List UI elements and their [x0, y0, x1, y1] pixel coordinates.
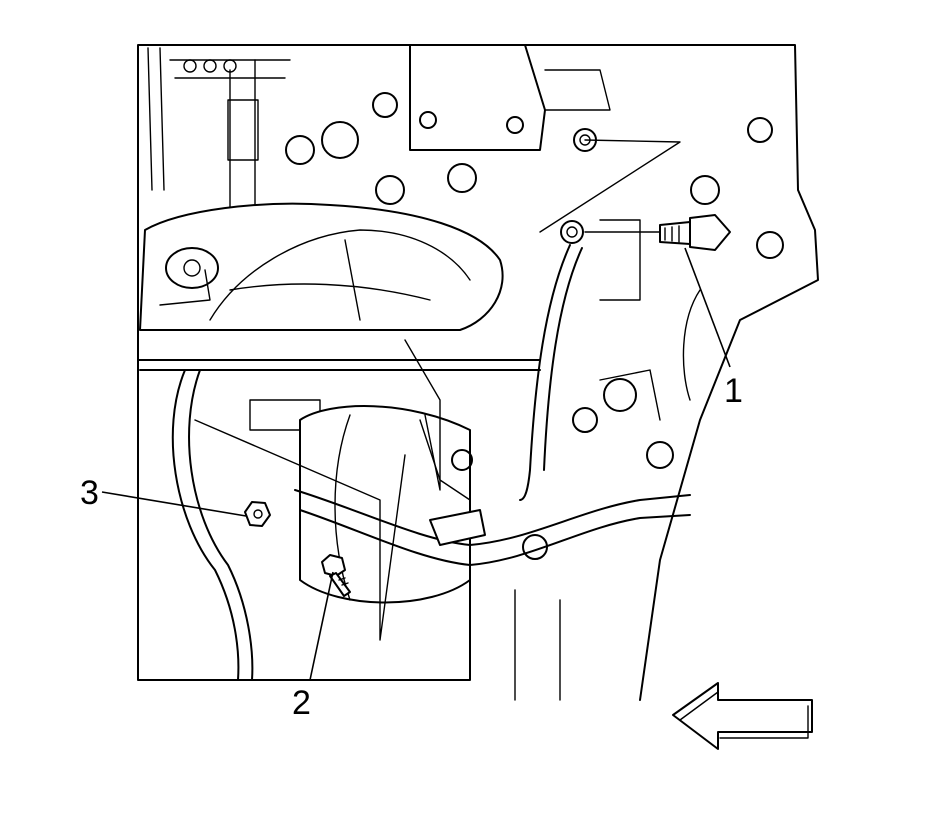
callout-3-label: 3	[80, 474, 99, 512]
engine-assembly-outline	[137, 44, 819, 701]
coolant-hose	[171, 369, 254, 681]
ignition-coil-area	[147, 47, 477, 211]
transmission-housing	[572, 117, 784, 469]
leader-2	[309, 571, 334, 681]
callout-1-label: 1	[724, 372, 743, 410]
view-indicator-lines	[194, 139, 681, 641]
leader-3	[101, 491, 247, 517]
callout-leaders	[101, 247, 731, 681]
starter-motor	[299, 405, 473, 604]
callout-2-label: 2	[292, 684, 311, 722]
battery-cable	[294, 489, 691, 566]
cable-nut	[244, 501, 271, 527]
left-arrow-icon	[672, 682, 813, 750]
ground-bolt	[560, 214, 731, 251]
leader-1	[684, 247, 731, 368]
upper-mount-bracket	[409, 44, 611, 152]
engine-cover	[139, 202, 504, 331]
ground-cable	[519, 244, 583, 501]
